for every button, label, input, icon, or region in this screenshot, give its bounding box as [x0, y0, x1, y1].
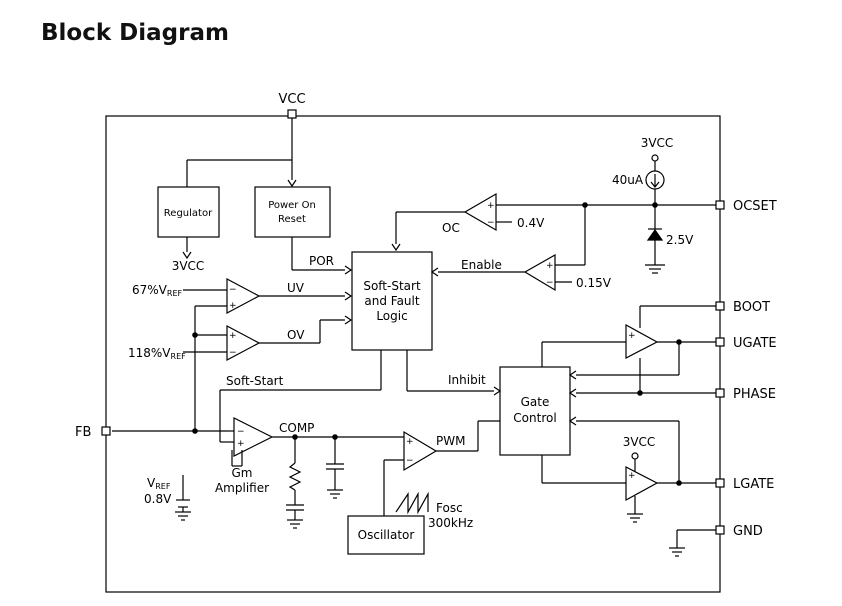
- power-on-reset-block: [254, 186, 331, 238]
- sign-plus: +: [546, 261, 554, 271]
- sign-minus: −: [237, 427, 245, 437]
- por-signal-label: POR: [309, 254, 334, 268]
- pin-boot: [715, 301, 725, 311]
- pin-label-fb: FB: [75, 425, 91, 440]
- enable-label: Enable: [461, 258, 502, 272]
- lower-gate-driver: [625, 466, 659, 502]
- comp-label: COMP: [279, 421, 314, 435]
- sign-plus: +: [628, 331, 636, 341]
- gate-control-block: [499, 366, 571, 456]
- regulator-label: Regulator: [164, 208, 213, 219]
- gate-control-label-line2: Control: [513, 411, 556, 425]
- enable-comparator: [523, 253, 556, 292]
- sign-minus: −: [487, 218, 495, 228]
- sign-minus: −: [229, 285, 237, 295]
- vref-label: VREF: [147, 476, 171, 491]
- fosc-label: Fosc: [436, 501, 463, 515]
- soft-start-signal-label: Soft-Start: [226, 374, 284, 388]
- ov-reference-label: 118%VREF: [128, 346, 186, 361]
- pin-ugate: [715, 337, 725, 347]
- pin-label-lgate: LGATE: [733, 477, 774, 492]
- ssf-label-line1: Soft-Start: [363, 279, 421, 293]
- oc-reference-label: 0.4V: [517, 216, 545, 230]
- ov-comparator: [226, 325, 261, 361]
- zener-voltage-label: 2.5V: [666, 233, 694, 247]
- gm-label-line1: Gm: [232, 466, 253, 480]
- pwm-label: PWM: [436, 434, 465, 448]
- sign-plus: +: [229, 331, 237, 341]
- sign-minus: −: [406, 456, 414, 466]
- pin-lgate: [715, 478, 725, 488]
- inhibit-signal-label: Inhibit: [448, 373, 486, 387]
- sign-plus: +: [237, 439, 245, 449]
- gm-label-line2: Amplifier: [215, 481, 269, 495]
- sign-plus: +: [628, 471, 636, 481]
- pin-ocset: [715, 200, 725, 210]
- soft-start-fault-logic-block: [351, 251, 433, 351]
- pin-phase: [715, 388, 725, 398]
- pin-label-boot: BOOT: [733, 300, 770, 315]
- oc-comparator: [463, 192, 497, 232]
- supply-3vcc-label: 3VCC: [641, 136, 674, 150]
- enable-reference-label: 0.15V: [576, 276, 612, 290]
- por-label-line1: Power On: [268, 200, 316, 211]
- sign-plus: +: [229, 301, 237, 311]
- current-source-label: 40uA: [612, 173, 644, 187]
- por-label-line2: Reset: [278, 214, 306, 225]
- comp-resistor: [288, 462, 302, 491]
- oscillator-label: Oscillator: [358, 528, 415, 542]
- ssf-label-line2: and Fault: [364, 294, 419, 308]
- vref-value-label: 0.8V: [144, 492, 172, 506]
- sign-plus: +: [406, 437, 414, 447]
- pin-label-ocset: OCSET: [733, 199, 777, 214]
- pin-fb: [101, 426, 111, 436]
- pin-vcc: [287, 109, 297, 119]
- sign-minus: −: [229, 348, 237, 358]
- fosc-value-label: 300kHz: [428, 516, 473, 530]
- sign-minus: −: [546, 278, 554, 288]
- gm-amplifier: [233, 417, 274, 457]
- pin-label-phase: PHASE: [733, 387, 776, 402]
- oc-label: OC: [442, 221, 460, 235]
- pin-label-ugate: UGATE: [733, 336, 777, 351]
- regulator-block: [157, 186, 220, 238]
- sawtooth-icon: [395, 491, 429, 515]
- pin-gnd: [715, 525, 725, 535]
- chip-outline: [105, 115, 721, 593]
- sign-plus: +: [487, 201, 495, 211]
- pin-label-gnd: GND: [733, 524, 763, 539]
- zener-diode: [646, 228, 664, 241]
- page-title: Block Diagram: [41, 20, 229, 46]
- lower-driver-3vcc-label: 3VCC: [623, 435, 656, 449]
- ssf-label-line3: Logic: [376, 309, 407, 323]
- uv-reference-label: 67%VREF: [132, 283, 183, 298]
- ov-signal-label: OV: [287, 328, 305, 342]
- uv-comparator: [226, 278, 261, 314]
- pin-label-vcc: VCC: [278, 92, 305, 107]
- oscillator-block: [347, 515, 425, 555]
- upper-gate-driver: [625, 323, 659, 359]
- uv-signal-label: UV: [287, 281, 305, 295]
- regulator-output-label: 3VCC: [172, 259, 205, 273]
- gate-control-label-line1: Gate: [521, 395, 550, 409]
- pwm-comparator: [403, 430, 438, 472]
